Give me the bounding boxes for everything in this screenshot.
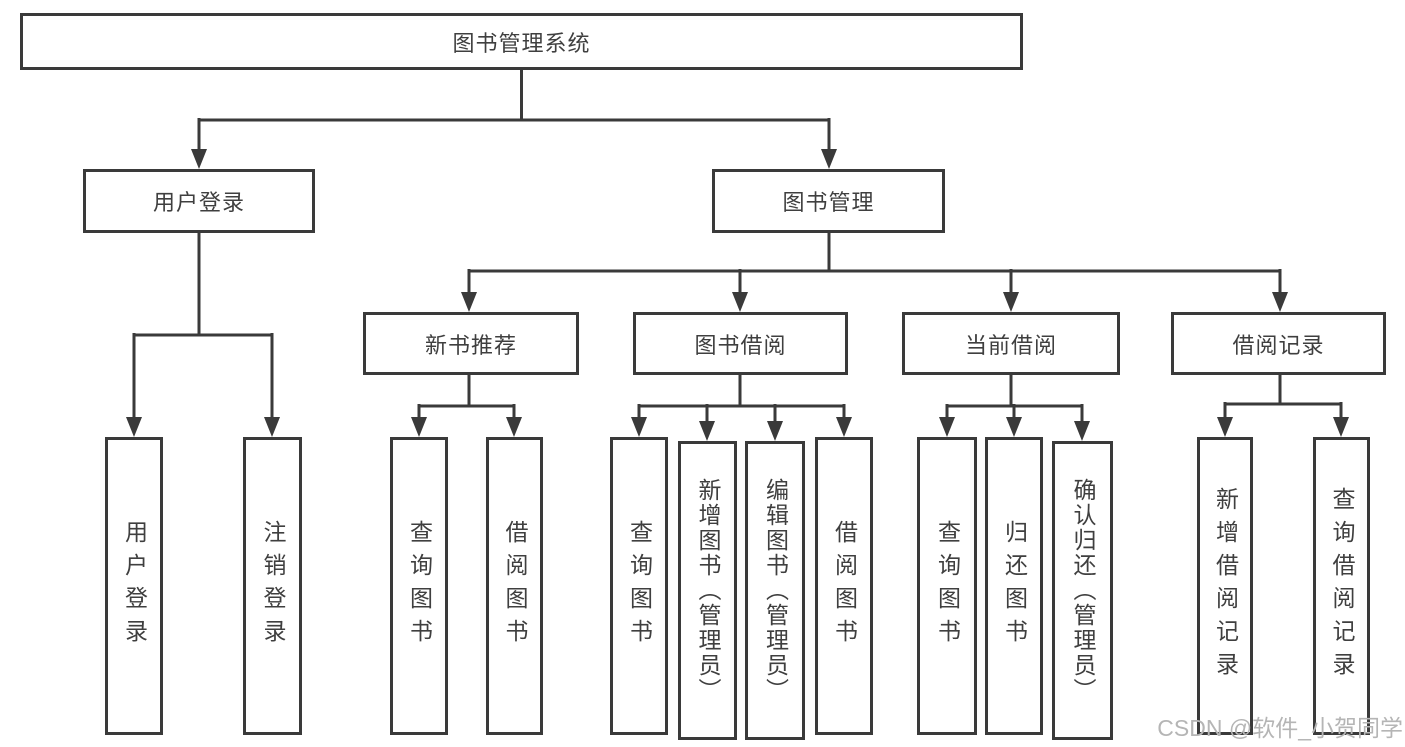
arrowhead-down-icon [1217, 417, 1233, 437]
node-label: 查询借阅记录 [1329, 487, 1355, 685]
connector-borrow-records-to-children [1223, 375, 1343, 421]
arrowhead-down-icon [461, 292, 477, 312]
node-label: 新增借阅记录 [1212, 487, 1239, 685]
node-library-management-system: 图书管理系统 [20, 13, 1023, 70]
arrowhead-down-icon [1272, 292, 1288, 312]
connector-book-management-to-level3 [467, 233, 1282, 296]
arrowhead-down-icon [699, 421, 715, 441]
arrowhead-down-icon [821, 149, 837, 169]
node-label: 用户登录 [152, 190, 245, 215]
leaf-borrow-books: 借阅图书 [815, 437, 873, 735]
arrowhead-down-icon [732, 292, 748, 312]
node-label: 用户登录 [121, 520, 148, 652]
csdn-watermark: CSDN @软件_小贺同学 [1157, 715, 1403, 741]
arrowhead-down-icon [631, 417, 647, 437]
node-label: 查询图书 [626, 520, 653, 652]
leaf-query-books-borrow: 查询图书 [610, 437, 668, 735]
arrowhead-down-icon [264, 417, 280, 437]
arrowhead-down-icon [1003, 292, 1019, 312]
leaf-edit-books-admin: 编辑图书（管理员） [745, 441, 805, 740]
connector-book-borrow-to-children [637, 375, 846, 425]
arrowhead-down-icon [126, 417, 142, 437]
arrowhead-down-icon [1006, 417, 1022, 437]
node-label: 归还图书 [1001, 520, 1028, 652]
leaf-user-login: 用户登录 [105, 437, 163, 735]
leaf-add-borrow-record: 新增借阅记录 [1197, 437, 1253, 735]
node-label: 确认归还（管理员） [1070, 478, 1096, 703]
leaf-add-books-admin: 新增图书（管理员） [678, 441, 737, 740]
node-borrow-records: 借阅记录 [1171, 312, 1386, 375]
arrowhead-down-icon [191, 149, 207, 169]
node-label: 图书管理 [782, 190, 875, 215]
node-label: 借阅记录 [1232, 332, 1325, 358]
connector-root-to-level2 [197, 68, 831, 153]
node-label: 当前借阅 [964, 332, 1057, 358]
leaf-borrow-books-recommend: 借阅图书 [486, 437, 543, 735]
node-label: 借阅图书 [502, 520, 528, 652]
leaf-query-books-current: 查询图书 [917, 437, 977, 735]
node-label: 查询图书 [406, 520, 433, 652]
node-label: 图书借阅 [694, 332, 787, 358]
node-label: 注销登录 [260, 520, 286, 652]
arrowhead-down-icon [1074, 421, 1090, 441]
node-label: 查询图书 [934, 520, 961, 652]
node-book-management: 图书管理 [712, 169, 945, 233]
arrowhead-down-icon [767, 421, 783, 441]
node-label: 借阅图书 [831, 520, 858, 652]
node-label: 编辑图书（管理员） [762, 478, 789, 703]
leaf-query-borrow-record: 查询借阅记录 [1313, 437, 1370, 735]
leaf-query-books-recommend: 查询图书 [390, 437, 448, 735]
node-book-borrow: 图书借阅 [633, 312, 848, 375]
arrowhead-down-icon [939, 417, 955, 437]
leaf-confirm-return-admin: 确认归还（管理员） [1052, 441, 1113, 740]
node-current-borrow: 当前借阅 [902, 312, 1120, 375]
arrowhead-down-icon [411, 417, 427, 437]
node-label: 新书推荐 [424, 332, 517, 358]
connector-new-book-recommend-to-children [417, 375, 516, 421]
connector-current-borrow-to-children [945, 375, 1084, 425]
arrowhead-down-icon [506, 417, 522, 437]
node-label: 新增图书（管理员） [695, 478, 721, 703]
connector-user-login-to-children [132, 233, 274, 421]
node-user-login: 用户登录 [83, 169, 315, 233]
arrowhead-down-icon [1333, 417, 1349, 437]
node-label: 图书管理系统 [452, 30, 591, 56]
node-new-book-recommend: 新书推荐 [363, 312, 579, 375]
arrowhead-down-icon [836, 417, 852, 437]
leaf-logout: 注销登录 [243, 437, 302, 735]
leaf-return-books: 归还图书 [985, 437, 1043, 735]
